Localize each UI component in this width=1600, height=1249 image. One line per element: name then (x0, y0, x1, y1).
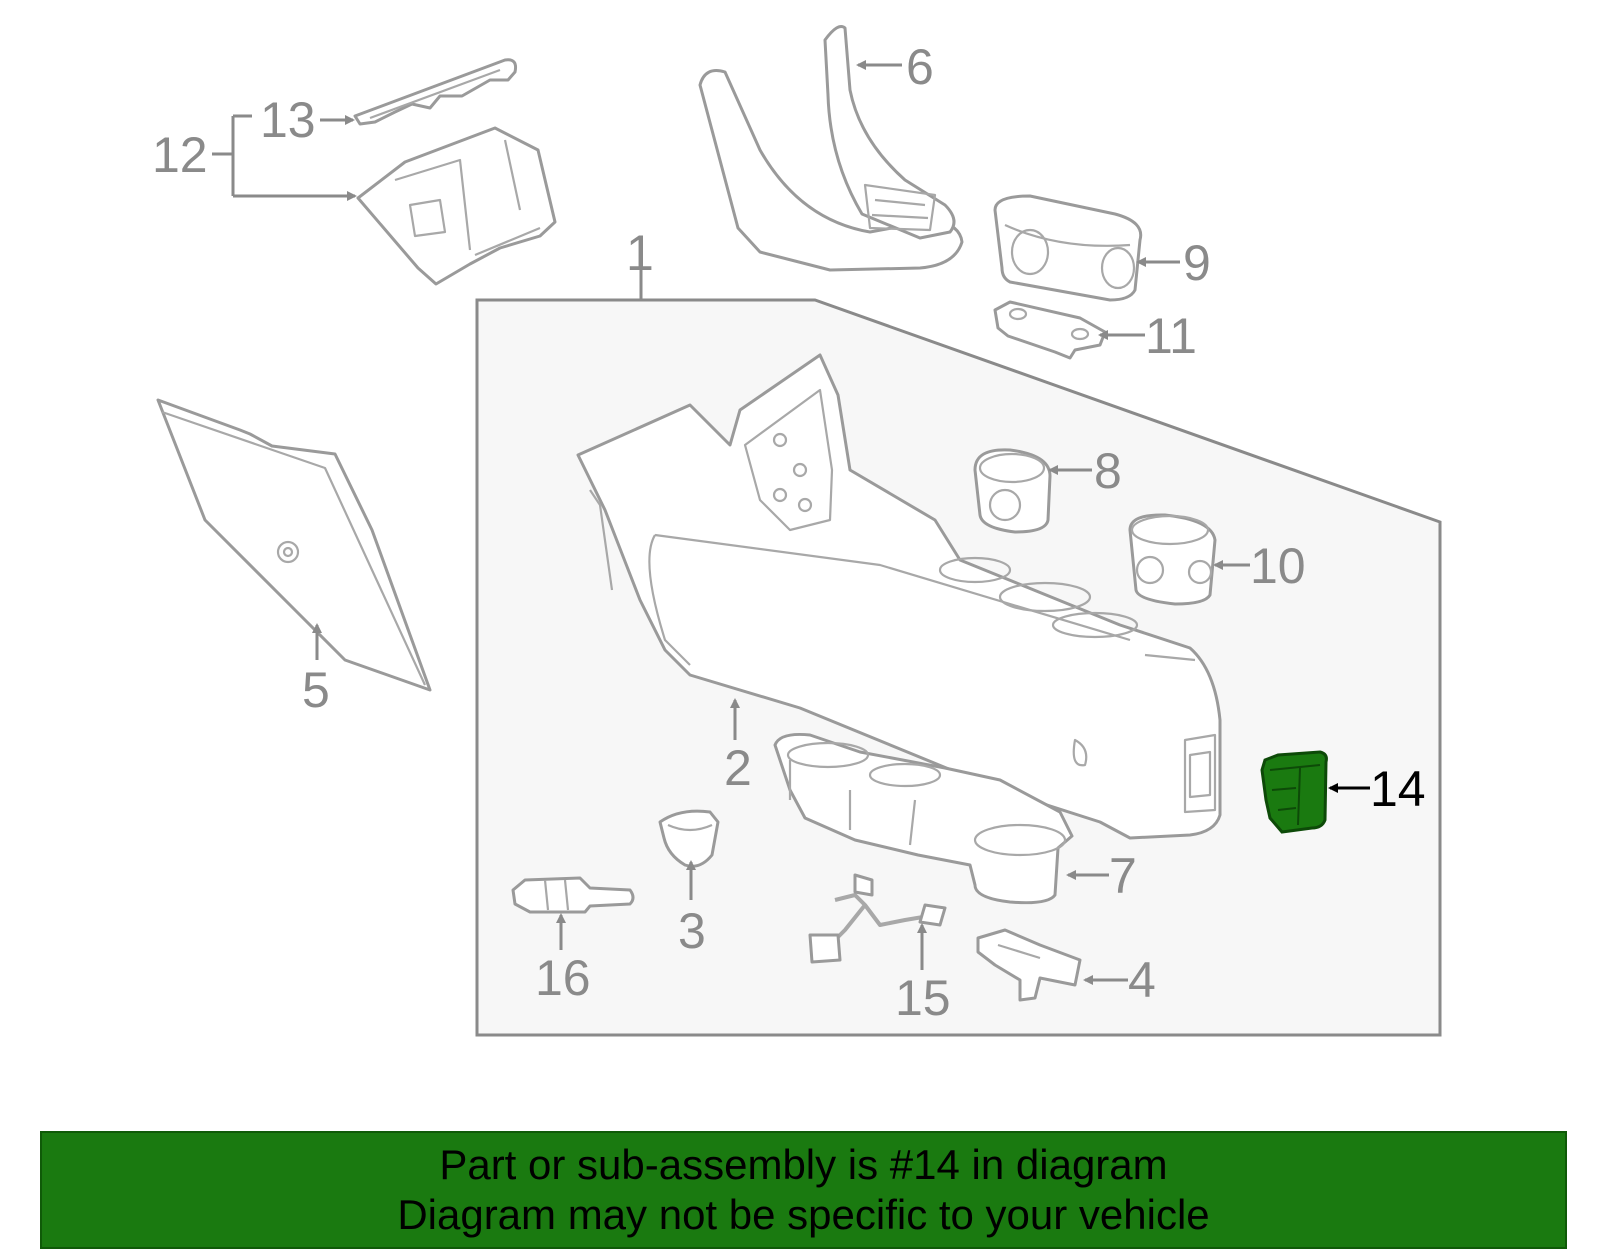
part-2-console (576, 353, 1222, 840)
callout-8: 8 (1094, 443, 1122, 499)
callout-6: 6 (906, 39, 934, 95)
info-banner: Part or sub-assembly is #14 in diagram D… (40, 1131, 1567, 1249)
callout-13: 13 (260, 92, 316, 148)
callout-10: 10 (1250, 538, 1306, 594)
callout-15: 15 (895, 970, 951, 1026)
callout-16: 16 (535, 950, 591, 1006)
part-16-connector (511, 876, 635, 914)
part-5-side-panel (156, 398, 432, 692)
callout-12: 12 (152, 127, 208, 183)
part-13-bezel (353, 58, 517, 126)
part-7-cup-tray (773, 733, 1074, 905)
part-10-cup-insert (1128, 513, 1217, 606)
callout-14: 14 (1370, 761, 1426, 817)
banner-line-1: Part or sub-assembly is #14 in diagram (439, 1141, 1168, 1188)
callout-4: 4 (1128, 952, 1156, 1008)
part-3-cap (658, 809, 720, 868)
callout-11: 11 (1145, 308, 1197, 364)
callout-9: 9 (1183, 235, 1211, 291)
callout-7: 7 (1109, 848, 1137, 904)
parts-diagram: 1 2 3 4 5 6 7 8 9 10 11 12 13 14 15 16 (152, 25, 1442, 1037)
part-4-bracket (976, 928, 1082, 1002)
part-14-switch[interactable] (1260, 750, 1328, 834)
callout-5: 5 (302, 662, 330, 718)
part-8-cup (973, 448, 1052, 534)
part-6-shifter-trim (698, 25, 964, 272)
callout-3: 3 (678, 903, 706, 959)
callout-2: 2 (724, 740, 752, 796)
part-9-dual-cup-holder (993, 194, 1143, 302)
callout-1: 1 (626, 225, 654, 281)
part-15-wire-harness (808, 873, 947, 964)
leader-lines (212, 60, 1370, 985)
banner-line-2: Diagram may not be specific to your vehi… (397, 1191, 1210, 1238)
part-12-trim-bracket (356, 126, 557, 286)
part-11-mount (993, 300, 1107, 360)
